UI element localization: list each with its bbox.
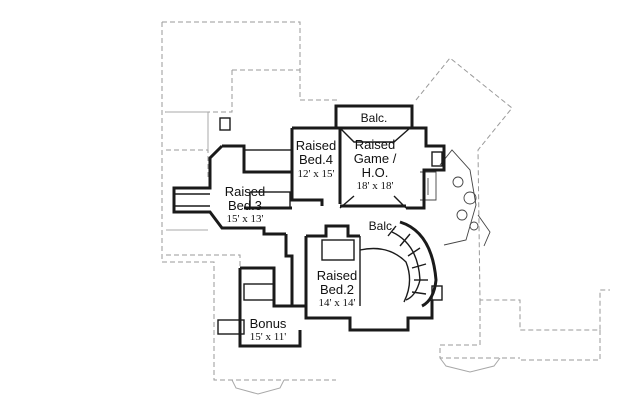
bed2-label-2: Bed.2 (320, 282, 354, 297)
bed4-dims: 12' x 15' (298, 168, 335, 180)
room-bed4: Raised Bed.4 12' x 15' (296, 138, 336, 180)
bed2-dims: 14' x 14' (319, 297, 356, 309)
bonus-dims: 15' x 11' (250, 331, 287, 343)
balcony-top-label: Balc. (361, 111, 388, 125)
bonus-bay (231, 357, 501, 395)
balcony-mid-label: Balc. (369, 219, 396, 233)
game-dims: 18' x 18' (357, 180, 394, 192)
lower-level-outline (161, 21, 610, 381)
bed3-label-1: Raised (225, 184, 265, 199)
room-game: Raised Game / H.O. 18' x 18' (354, 137, 397, 192)
bonus-label: Bonus (250, 316, 287, 331)
room-bed3: Raised Bed.3 15' x 13' (225, 184, 265, 225)
bed4-label-1: Raised (296, 138, 336, 153)
bed4-label-2: Bed.4 (299, 152, 333, 167)
upper-floor-walls (172, 104, 446, 348)
room-bonus: Bonus 15' x 11' (250, 316, 287, 343)
right-wing-detail (420, 149, 491, 247)
room-bed2: Raised Bed.2 14' x 14' (317, 268, 357, 309)
bed3-label-2: Bed.3 (228, 198, 262, 213)
game-label-2: Game / (354, 151, 397, 166)
game-label-3: H.O. (362, 165, 389, 180)
bed2-label-1: Raised (317, 268, 357, 283)
bed3-dims: 15' x 13' (227, 213, 264, 225)
game-label-1: Raised (355, 137, 395, 152)
